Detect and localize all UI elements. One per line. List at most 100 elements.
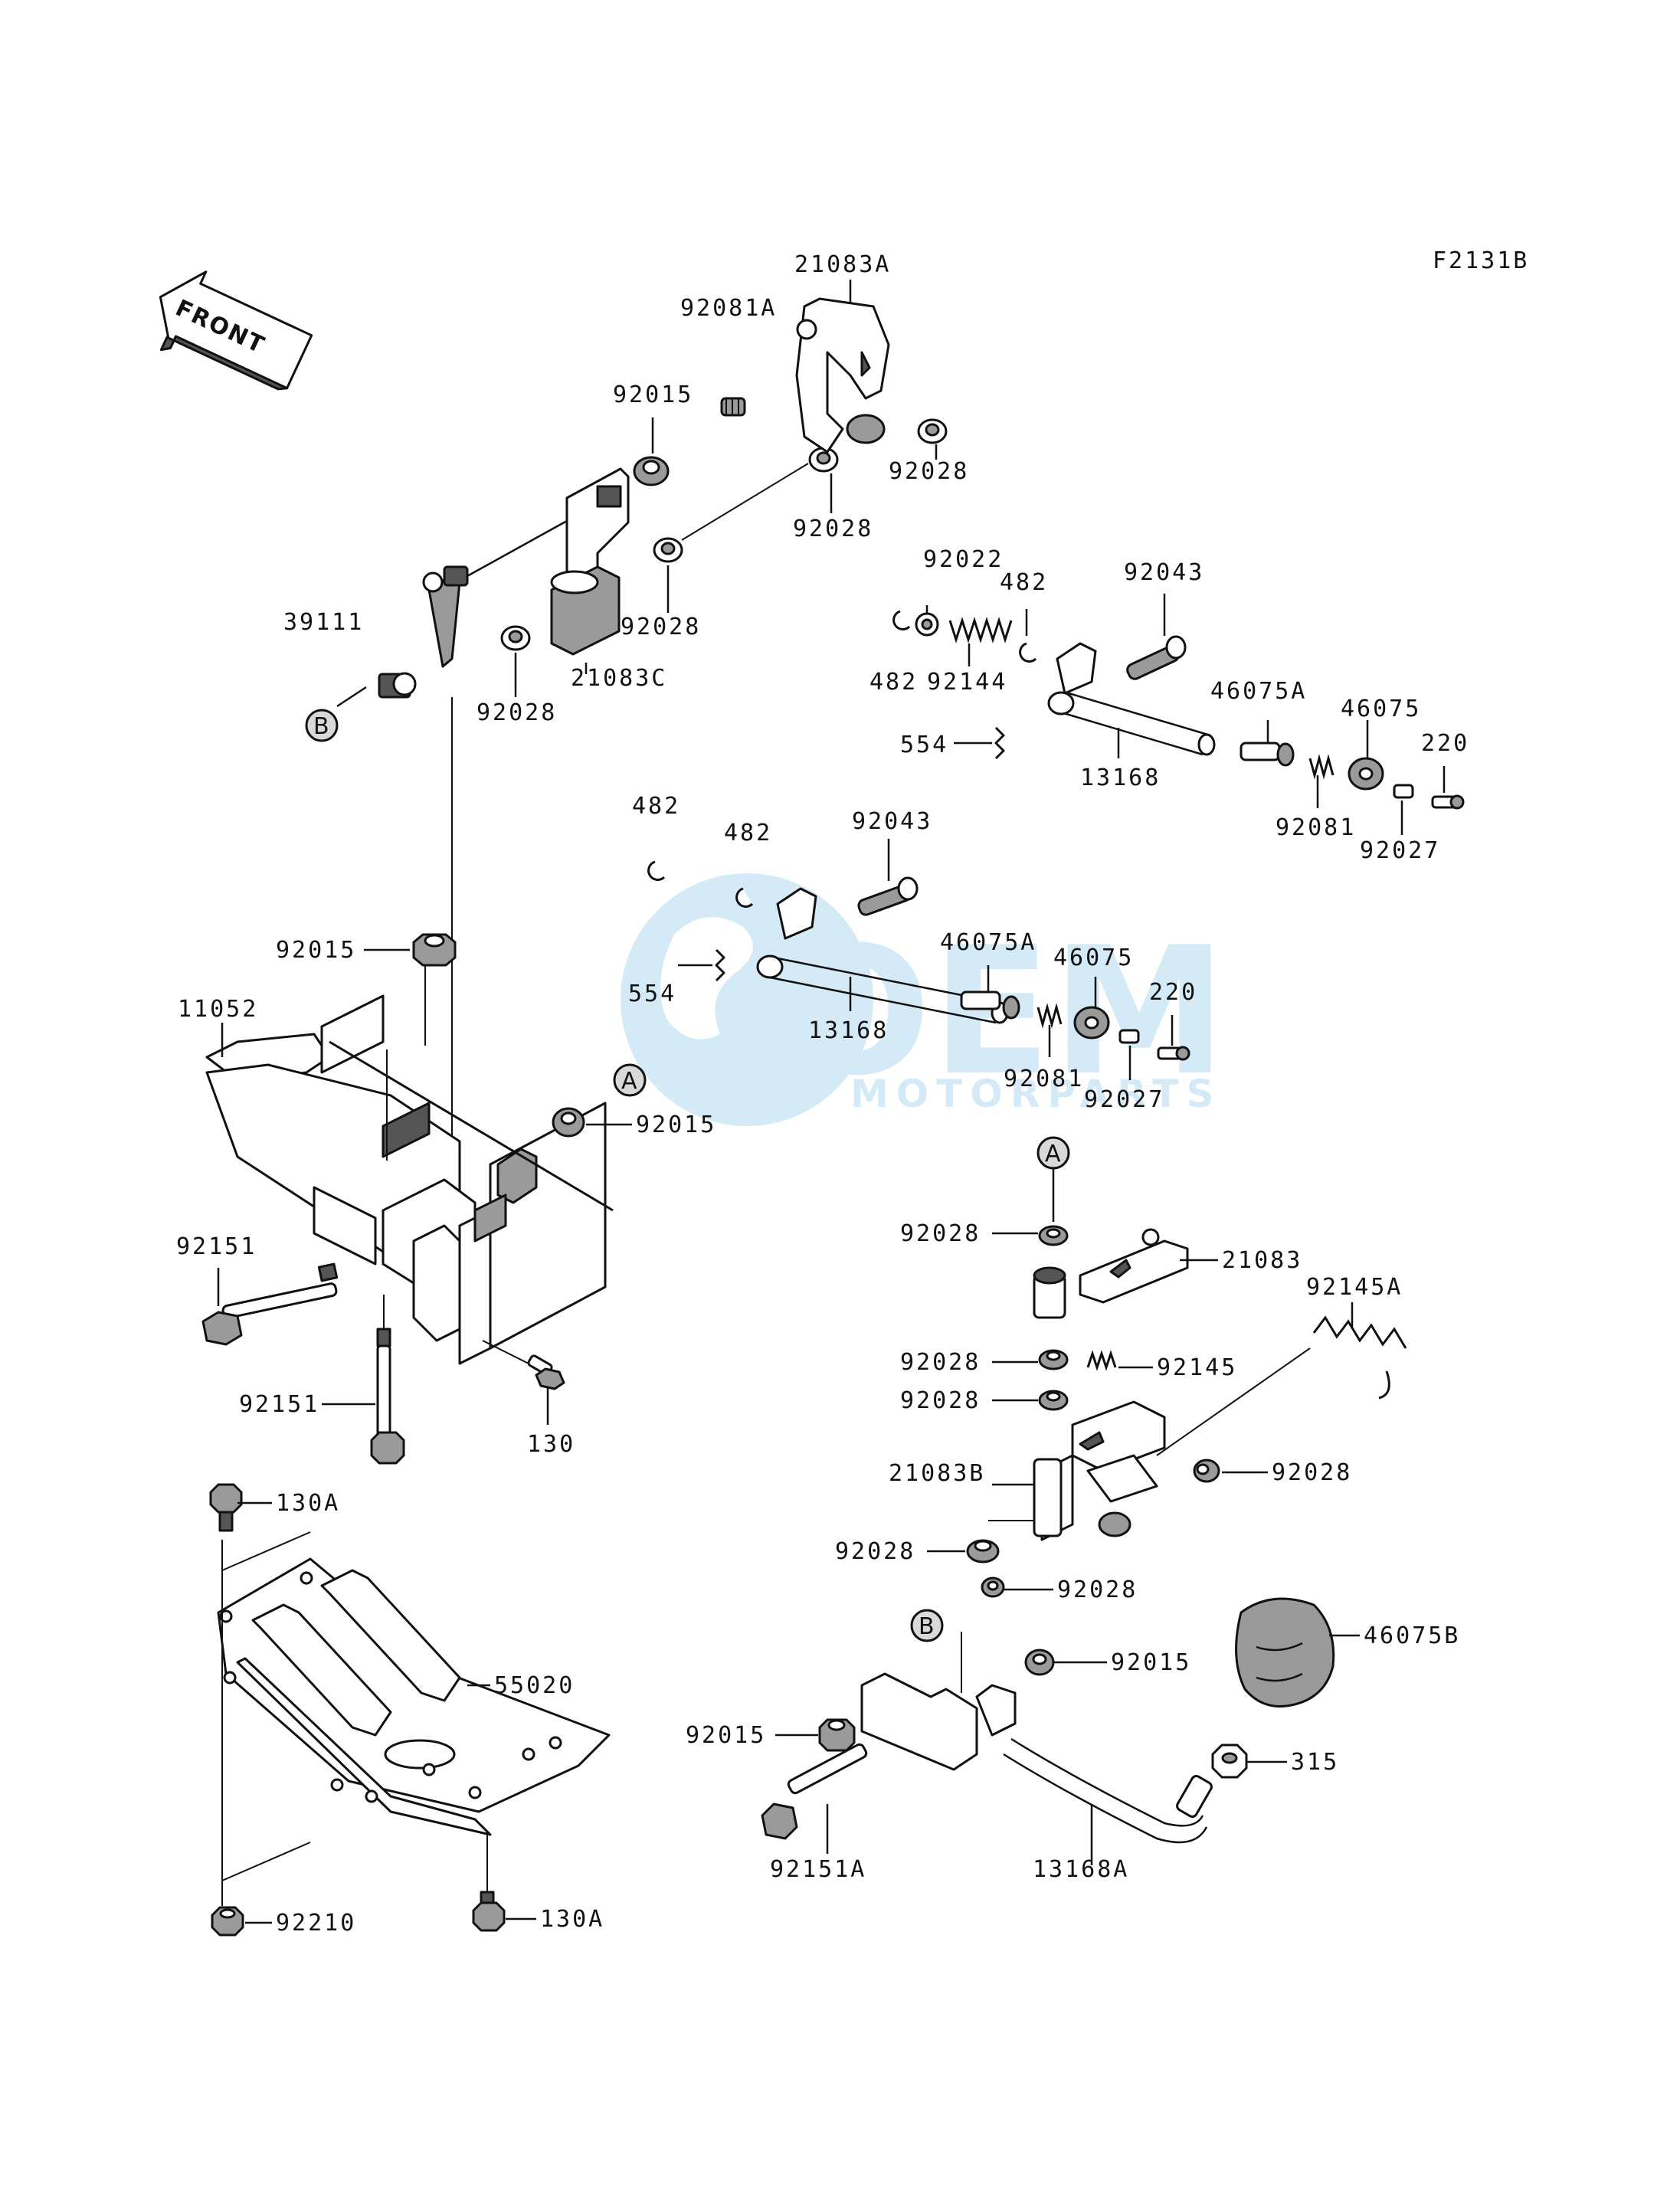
part-92028-bushing-d xyxy=(917,418,948,444)
label-46075B: 46075B xyxy=(1364,1622,1460,1649)
part-39111 xyxy=(378,565,469,699)
part-92151-horizontal xyxy=(201,1262,339,1346)
watermark-motorparts: MOTORPARTS xyxy=(850,1072,1222,1116)
label-92028-e: 92028 xyxy=(900,1220,981,1247)
label-92015-b: 92015 xyxy=(1111,1649,1191,1676)
label-220-a: 220 xyxy=(1421,730,1469,757)
part-46075A-upper xyxy=(1240,742,1295,767)
ref-a-lower-label: A xyxy=(1045,1141,1061,1167)
label-482-b: 482 xyxy=(869,669,918,696)
part-92043-upper xyxy=(1126,635,1187,680)
label-92028-f: 92028 xyxy=(900,1349,981,1376)
label-21083: 21083 xyxy=(1222,1247,1302,1274)
label-92028-j: 92028 xyxy=(1057,1577,1138,1603)
label-554-a: 554 xyxy=(900,732,948,758)
label-92151-b: 92151 xyxy=(239,1391,319,1418)
label-220-b: 220 xyxy=(1149,979,1197,1006)
label-46075-a: 46075 xyxy=(1341,696,1421,722)
part-11052-frame xyxy=(205,994,614,1365)
label-92022: 92022 xyxy=(923,546,1004,573)
label-482-a: 482 xyxy=(1000,569,1048,596)
part-13168-upper xyxy=(1047,642,1216,756)
part-220-middle xyxy=(1157,1046,1190,1061)
part-130-bolt xyxy=(527,1354,565,1390)
label-92028-a: 92028 xyxy=(889,458,969,485)
diagram-code: F2131B xyxy=(1433,247,1529,274)
part-92015-mid-nut xyxy=(412,933,457,967)
label-92028-i: 92028 xyxy=(835,1538,915,1565)
label-46075A-a: 46075A xyxy=(1210,678,1307,705)
label-92028-d: 92028 xyxy=(476,699,557,726)
ref-marker-b-lower: B xyxy=(910,1609,944,1642)
ref-a-upper-label: A xyxy=(621,1068,637,1095)
front-arrow-icon: FRONT xyxy=(159,270,313,391)
label-13168-a: 13168 xyxy=(1080,765,1161,791)
part-130A-top xyxy=(209,1483,243,1532)
label-92028-b: 92028 xyxy=(793,516,873,542)
part-13168A-pedal xyxy=(860,1672,1213,1844)
label-92015-frame: 92015 xyxy=(636,1112,716,1138)
part-21083A xyxy=(795,297,890,453)
part-92015-pedal-a xyxy=(1024,1649,1055,1676)
part-13168-middle xyxy=(756,887,1009,1024)
part-92028-f xyxy=(1038,1349,1069,1370)
ref-marker-a-upper: A xyxy=(613,1063,647,1097)
label-92043-a: 92043 xyxy=(1124,559,1204,586)
part-92210-nut xyxy=(211,1906,244,1937)
part-220-upper xyxy=(1431,794,1465,810)
label-92081-b: 92081 xyxy=(1004,1066,1084,1092)
part-46075-upper xyxy=(1348,757,1384,791)
label-92210: 92210 xyxy=(276,1910,356,1937)
part-92015-pedal-b xyxy=(818,1718,856,1752)
label-92015-c: 92015 xyxy=(686,1722,766,1749)
part-315-nut xyxy=(1211,1744,1248,1779)
part-92022-upper xyxy=(915,612,939,637)
label-92145A: 92145A xyxy=(1306,1274,1403,1301)
label-92027-b: 92027 xyxy=(1084,1086,1164,1113)
part-482-clip-d xyxy=(735,887,754,908)
part-55020-skid-plate xyxy=(217,1557,611,1836)
label-92015-top: 92015 xyxy=(613,381,693,408)
label-92028-c: 92028 xyxy=(621,614,701,640)
label-92043-b: 92043 xyxy=(852,808,932,835)
part-92028-i xyxy=(966,1539,1000,1563)
part-46075B-pad xyxy=(1235,1597,1335,1708)
label-39111: 39111 xyxy=(283,609,364,636)
part-46075-middle xyxy=(1073,1006,1110,1040)
part-92015-top xyxy=(633,456,670,486)
label-92145: 92145 xyxy=(1157,1354,1237,1381)
part-21083B xyxy=(1033,1400,1166,1541)
label-46075-b: 46075 xyxy=(1053,945,1134,971)
part-482-clip-c xyxy=(647,860,666,881)
part-21083C xyxy=(550,467,630,656)
part-92028-bushing-b xyxy=(653,537,683,563)
part-46075A-middle xyxy=(960,990,1020,1020)
label-482-c: 482 xyxy=(632,793,680,820)
label-92027-a: 92027 xyxy=(1360,837,1440,864)
label-92028-h: 92028 xyxy=(1272,1459,1352,1486)
part-92028-h xyxy=(1193,1459,1220,1483)
label-11052: 11052 xyxy=(178,996,258,1023)
label-482-d: 482 xyxy=(724,820,772,846)
part-92081-upper xyxy=(1308,754,1335,780)
label-315: 315 xyxy=(1291,1749,1339,1776)
part-92028-e xyxy=(1038,1225,1069,1246)
part-92043-middle xyxy=(857,876,919,916)
part-92015-frame-nut xyxy=(552,1107,585,1138)
label-130A-a: 130A xyxy=(276,1490,340,1517)
label-21083B: 21083B xyxy=(889,1460,985,1487)
label-92144: 92144 xyxy=(927,669,1007,696)
part-92027-upper xyxy=(1393,784,1414,799)
label-92081A: 92081A xyxy=(680,295,777,322)
part-92081A xyxy=(720,397,746,417)
part-92145A-spring xyxy=(1312,1315,1407,1400)
label-554-b: 554 xyxy=(628,981,676,1007)
part-92151-vertical xyxy=(370,1328,405,1465)
ref-marker-a-lower: A xyxy=(1036,1136,1070,1170)
part-482-clip-b xyxy=(1019,642,1037,663)
label-92151-a: 92151 xyxy=(176,1233,257,1260)
part-92145-spring xyxy=(1086,1350,1117,1371)
part-92028-j xyxy=(981,1577,1005,1598)
part-92151A-bolt xyxy=(761,1743,868,1840)
